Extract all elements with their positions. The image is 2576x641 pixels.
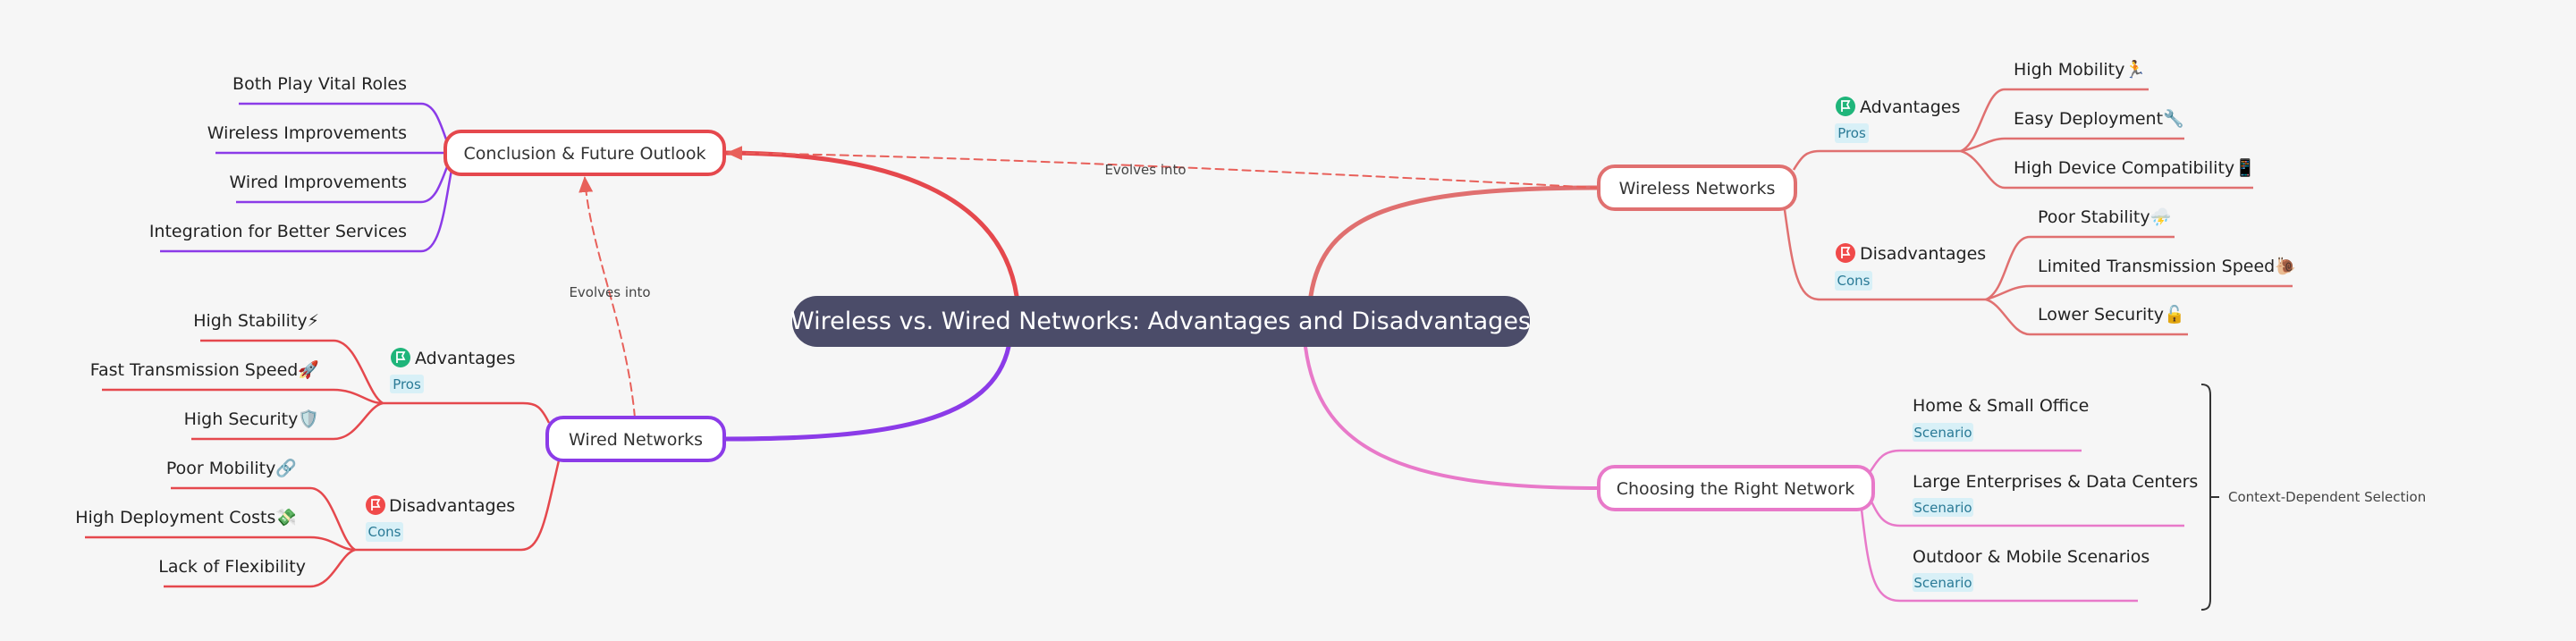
wired-disadvantages-group[interactable]: Disadvantages Cons bbox=[365, 494, 515, 542]
scenario-tag: Scenario bbox=[1913, 575, 1972, 591]
edge-root-wired bbox=[722, 344, 1011, 442]
svg-text:Choosing the Right Network: Choosing the Right Network bbox=[1617, 479, 1855, 499]
svg-text:Outdoor & Mobile Scenarios: Outdoor & Mobile Scenarios bbox=[1913, 547, 2149, 567]
leaf-item[interactable]: Wireless Improvements bbox=[207, 123, 407, 143]
svg-text:Wired Networks: Wired Networks bbox=[569, 430, 703, 450]
leaf-item[interactable]: Fast Transmission Speed🚀 bbox=[90, 359, 320, 380]
pros-tag: Pros bbox=[1837, 125, 1866, 141]
leaf-item[interactable]: Poor Stability⛈️ bbox=[2038, 207, 2172, 227]
wireless-branches bbox=[1783, 88, 2293, 336]
summary-brace bbox=[2200, 384, 2219, 611]
svg-text:Conclusion & Future Outlook: Conclusion & Future Outlook bbox=[464, 144, 706, 164]
svg-text:Home & Small Office: Home & Small Office bbox=[1913, 396, 2089, 416]
summary-label: Context-Dependent Selection bbox=[2228, 489, 2426, 505]
node-conclusion[interactable]: Conclusion & Future Outlook bbox=[443, 130, 726, 176]
scenario-item[interactable]: Home & Small Office Scenario bbox=[1913, 396, 2089, 442]
leaf-item[interactable]: High Device Compatibility📱 bbox=[2014, 157, 2256, 178]
scenario-tag: Scenario bbox=[1913, 500, 1972, 516]
red-flag-icon bbox=[365, 494, 386, 516]
relation-label: Evolves into bbox=[569, 284, 650, 300]
relation-wired-conclusion bbox=[579, 176, 636, 418]
leaf-item[interactable]: High Security🛡️ bbox=[184, 409, 319, 429]
scenario-item[interactable]: Outdoor & Mobile Scenarios Scenario bbox=[1913, 547, 2149, 592]
svg-text:Advantages: Advantages bbox=[415, 349, 515, 368]
leaf-item[interactable]: High Deployment Costs💸 bbox=[75, 508, 297, 527]
leaf-item[interactable]: Lack of Flexibility bbox=[158, 557, 306, 577]
green-flag-icon bbox=[1835, 96, 1856, 117]
wireless-advantages-group[interactable]: Advantages Pros bbox=[1835, 96, 1960, 143]
cons-tag: Cons bbox=[368, 524, 401, 540]
leaf-item[interactable]: High Mobility🏃 bbox=[2014, 59, 2146, 80]
wired-advantages-group[interactable]: Advantages Pros bbox=[390, 347, 515, 393]
pros-tag: Pros bbox=[393, 376, 421, 392]
svg-text:Wireless Networks: Wireless Networks bbox=[1619, 179, 1776, 198]
leaf-item[interactable]: Limited Transmission Speed🐌 bbox=[2038, 257, 2296, 276]
wireless-disadvantages-group[interactable]: Disadvantages Cons bbox=[1835, 242, 1986, 291]
leaf-item[interactable]: Both Play Vital Roles bbox=[232, 74, 407, 94]
node-choosing[interactable]: Choosing the Right Network bbox=[1597, 465, 1875, 511]
root-node[interactable]: Wireless vs. Wired Networks: Advantages … bbox=[790, 296, 1531, 347]
edge-root-conclusion bbox=[722, 150, 1019, 299]
leaf-item[interactable]: High Stability⚡ bbox=[193, 311, 319, 331]
green-flag-icon bbox=[390, 347, 411, 368]
leaf-item[interactable]: Lower Security🔓 bbox=[2038, 304, 2185, 325]
svg-text:Wireless vs. Wired Networks: A: Wireless vs. Wired Networks: Advantages … bbox=[790, 308, 1531, 335]
relation-wireless-conclusion bbox=[726, 146, 1600, 189]
scenario-tag: Scenario bbox=[1913, 425, 1972, 441]
edge-root-wireless bbox=[1308, 185, 1601, 299]
svg-text:Advantages: Advantages bbox=[1860, 97, 1960, 117]
red-flag-icon bbox=[1835, 242, 1856, 264]
scenario-item[interactable]: Large Enterprises & Data Centers Scenari… bbox=[1913, 472, 2198, 517]
relation-label: Evolves into bbox=[1104, 162, 1186, 178]
leaf-item[interactable]: Integration for Better Services bbox=[149, 222, 407, 241]
node-wireless[interactable]: Wireless Networks bbox=[1597, 164, 1797, 211]
edge-root-choosing bbox=[1304, 345, 1600, 490]
leaf-item[interactable]: Poor Mobility🔗 bbox=[166, 458, 297, 478]
cons-tag: Cons bbox=[1837, 273, 1871, 289]
leaf-item[interactable]: Wired Improvements bbox=[229, 173, 407, 192]
leaf-item[interactable]: Easy Deployment🔧 bbox=[2014, 108, 2184, 129]
node-wired[interactable]: Wired Networks bbox=[545, 416, 726, 462]
svg-text:Large Enterprises & Data Cente: Large Enterprises & Data Centers bbox=[1913, 472, 2198, 492]
wired-branches bbox=[85, 339, 561, 588]
svg-text:Disadvantages: Disadvantages bbox=[389, 496, 515, 516]
svg-text:Disadvantages: Disadvantages bbox=[1860, 244, 1986, 264]
